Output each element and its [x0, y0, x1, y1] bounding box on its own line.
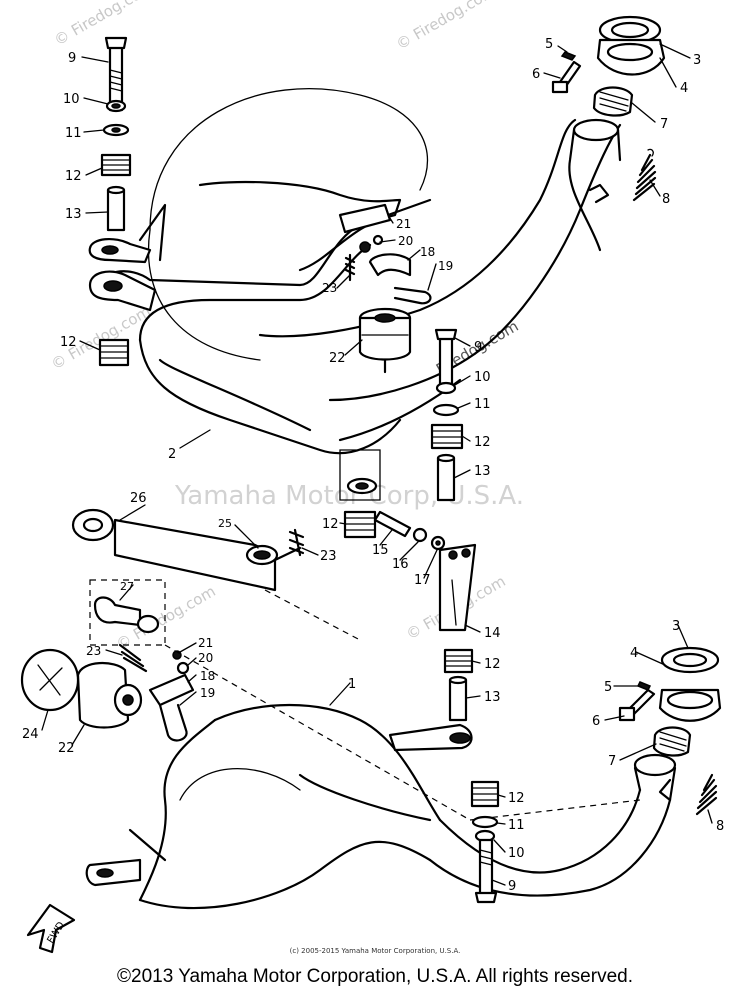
callout-u4: 4	[680, 81, 688, 96]
callout-l12b: 12	[508, 791, 525, 806]
callout-u20: 20	[398, 234, 413, 248]
callout-l10: 10	[508, 846, 525, 861]
callout-l3: 3	[672, 619, 680, 634]
callout-u21: 21	[396, 217, 411, 231]
callout-l7: 7	[608, 754, 616, 769]
callout-u12d: 12	[322, 517, 339, 532]
callout-u2: 2	[168, 447, 176, 462]
callouts-upper: 9 10 11 12 13 12 2 26 25 23 5 3 6 4 7 8 …	[60, 37, 701, 641]
callout-l12a: 12	[484, 657, 501, 672]
tail-pipe	[71, 508, 305, 592]
callout-u10b: 10	[474, 370, 491, 385]
callout-l11: 11	[508, 818, 525, 833]
callout-u12a: 12	[65, 169, 82, 184]
callout-u25: 25	[218, 517, 232, 530]
watermark-tl: © Firedog.com	[51, 0, 157, 49]
center-mount	[339, 328, 477, 632]
callout-u15: 15	[372, 543, 389, 558]
callout-l1: 1	[348, 677, 356, 692]
callout-l13: 13	[484, 690, 501, 705]
callout-u16: 16	[392, 557, 409, 572]
callout-u3: 3	[693, 53, 701, 68]
leader-lines	[41, 43, 713, 886]
footer-small-copyright: (c) 2005-2015 Yamaha Motor Corporation, …	[289, 947, 461, 955]
callout-l20: 20	[198, 651, 213, 665]
callout-l4: 4	[630, 646, 638, 661]
fwd-arrow: FWD	[26, 903, 76, 954]
callout-u22: 22	[329, 351, 346, 366]
callouts-lower: 27 21 20 23 18 19 24 22 1 12 13 3 4 5 6 …	[22, 580, 724, 894]
callout-l19: 19	[200, 686, 215, 700]
callout-l5: 5	[604, 680, 612, 695]
callout-u6: 6	[532, 67, 540, 82]
callout-u17: 17	[414, 573, 431, 588]
callout-u12b: 12	[60, 335, 77, 350]
callout-u10: 10	[63, 92, 80, 107]
callout-u13b: 13	[474, 464, 491, 479]
callout-l23: 23	[86, 644, 101, 658]
callout-u14: 14	[484, 626, 501, 641]
callout-u9: 9	[68, 51, 76, 66]
upper-clamp	[338, 203, 432, 374]
upper-header	[551, 15, 666, 252]
callout-l8: 8	[716, 819, 724, 834]
footer-copyright: ©2013 Yamaha Motor Corporation, U.S.A. A…	[117, 966, 633, 987]
watermark-tc: © Firedog.com	[393, 0, 499, 53]
callout-u23: 23	[322, 281, 337, 295]
upper-muffler	[88, 88, 622, 455]
callout-l24: 24	[22, 727, 39, 742]
callout-l6: 6	[592, 714, 600, 729]
callout-u8: 8	[662, 192, 670, 207]
callout-u9b: 9	[474, 340, 482, 355]
callout-u26: 26	[130, 491, 147, 506]
callout-l9: 9	[508, 879, 516, 894]
callout-l18: 18	[200, 669, 215, 683]
callout-u18: 18	[420, 245, 435, 259]
upper-left-mount	[98, 36, 132, 367]
callout-u23b: 23	[320, 549, 337, 564]
callout-u11: 11	[65, 126, 82, 141]
callout-l27: 27	[120, 580, 134, 593]
lower-header	[618, 646, 722, 816]
callout-u11b: 11	[474, 397, 491, 412]
callout-l21: 21	[198, 636, 213, 650]
callout-u12c: 12	[474, 435, 491, 450]
callout-u7: 7	[660, 117, 668, 132]
lower-muffler	[20, 579, 677, 910]
callout-l22: 22	[58, 741, 75, 756]
callout-u5: 5	[545, 37, 553, 52]
lower-mount	[443, 648, 500, 904]
callout-u19: 19	[438, 259, 453, 273]
callout-u13: 13	[65, 207, 82, 222]
